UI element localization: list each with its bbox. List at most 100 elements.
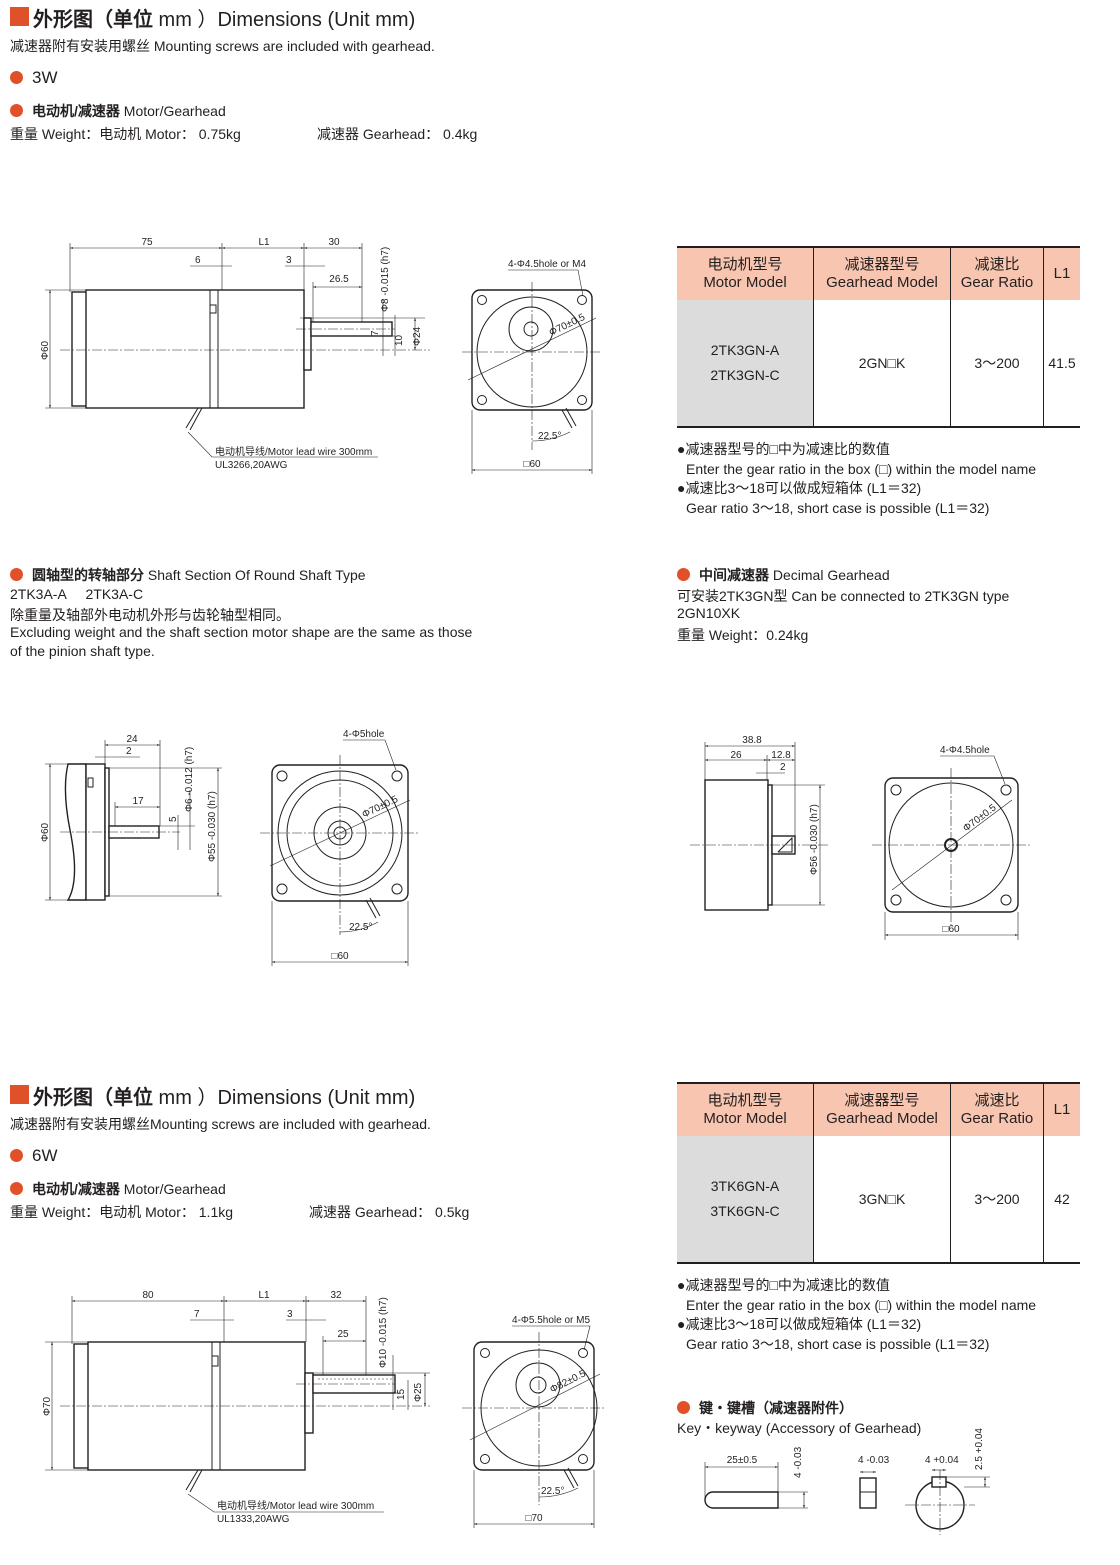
dimension-label: 电动机导线/Motor lead wire 300mm [217,1499,374,1512]
dimension-label: 25 [337,1329,349,1340]
dimension-label: 15 [396,1388,407,1400]
round-shaft-desc-cn: 除重量及轴部外电动机外形与齿轮轴型相同。 [10,607,290,623]
dimension-label: 4-Φ4.5hole [940,745,990,756]
note: ●减速比3～18可以做成短箱体 (L1＝32) [677,1316,922,1332]
dimension-label: □60 [331,951,349,962]
dimension-label: 2 [780,762,786,773]
col-l1: L1 [1043,1083,1080,1136]
note: Enter the gear ratio in the box (□) with… [686,1296,1037,1313]
dimension-label: 4-Φ4.5hole or M4 [508,259,586,270]
cell-gearhead-model: 2GN□K [813,300,951,427]
dimension-label: 26.5 [329,274,349,285]
section-marker-icon [10,7,29,26]
dimension-label: 3 [287,1309,293,1320]
note: Gear ratio 3～18, short case is possible … [686,1335,990,1352]
note: ●减速器型号的□中为减速比的数值 [677,441,890,457]
dimension-label: 5 [168,816,179,822]
dimension-label: L1 [258,237,270,248]
motor-front-view-3w: Φ70±0.5 4-Φ4.5hole or M4 22.5° □60 [462,259,602,474]
cell-gearhead-model: 3GN□K [813,1136,951,1263]
motor-heading: 电动机/减速器 Motor/Gearhead [10,1179,226,1199]
motor-heading-en: Motor/Gearhead [123,103,226,119]
dimension-label: 22.5° [349,922,372,933]
title-en: Dimensions (Unit mm) [217,9,416,31]
note: Gear ratio 3～18, short case is possible … [686,499,990,516]
cell-gear-ratio: 3～200 [950,300,1044,427]
dimension-label: □60 [942,924,960,935]
dimension-label: 80 [142,1290,154,1301]
decimal-gearhead-front-view: Φ70±0.5 4-Φ4.5hole □60 [872,745,1030,940]
dimension-label: □70 [525,1513,543,1524]
dimension-label: 4 -0.03 [858,1455,890,1466]
motor-side-view-3w: 75 L1 30 6 3 26.5 Φ8 -0.015 (h7) 7 10 Φ2… [40,237,430,471]
dimension-label: 12.8 [771,750,791,761]
dimension-label: 24 [126,734,138,745]
title-cn: 外形图（单位 [33,9,153,31]
bullet-icon [677,1401,690,1414]
dimension-label: 电动机导线/Motor lead wire 300mm [215,445,372,458]
motor-heading: 电动机/减速器 Motor/Gearhead [10,101,226,121]
dimension-label: 4-Φ5hole [343,729,385,740]
dimension-label: 2.5 +0.04 [974,1428,985,1470]
decimal-gearhead-side-view: 38.8 26 12.8 2 Φ56 -0.030 (h7) [690,735,830,911]
note: ●减速器型号的□中为减速比的数值 [677,1277,890,1293]
section1-subtitle: 减速器附有安装用螺丝 Mounting screws are included … [10,38,435,54]
dimension-label: UL1333,20AWG [217,1514,290,1525]
bullet-icon [10,568,23,581]
dimension-label: 30 [328,237,340,248]
motor-front-view-6w: Φ82±0.5 4-Φ5.5hole or M5 22.5° □70 [462,1315,604,1528]
dimension-label: Φ6 -0.012 (h7) [184,747,195,812]
section2-subtitle: 减速器附有安装用螺丝Mounting screws are included w… [10,1116,431,1132]
dimension-label: 3 [286,255,292,266]
dimension-label: Φ8 -0.015 (h7) [380,247,391,312]
dimension-label: 2 [126,746,132,757]
round-shaft-heading: 圆轴型的转轴部分 Shaft Section Of Round Shaft Ty… [10,565,366,585]
dimension-label: Φ60 [40,822,51,842]
bullet-icon [677,568,690,581]
dimension-label: Φ56 -0.030 (h7) [809,804,820,875]
bullet-icon [10,104,23,117]
dimension-label: Φ24 [412,326,423,346]
section2-title: 外形图（单位 mm ）Dimensions (Unit mm) [33,1087,416,1109]
dimension-label: Φ70 [42,1396,53,1416]
dimension-label: UL3266,20AWG [215,460,288,471]
round-shaft-side-view: 24 2 17 5 Φ6 -0.012 (h7) Φ55 -0.030 (h7)… [40,734,222,901]
dimension-label: Φ55 -0.030 (h7) [207,791,218,862]
bullet-icon [10,1182,23,1195]
key-heading: 键・键槽（减速器附件） [677,1398,853,1418]
dimension-label: 26 [730,750,742,761]
weight-motor: 重量 Weight：电动机 Motor： 1.1kg [10,1204,234,1220]
dimension-label: 10 [394,334,405,346]
cell-l1: 41.5 [1043,300,1080,427]
dimension-label: 22.5° [538,431,561,442]
power-label: 3W [32,68,58,87]
dimension-label: L1 [258,1290,270,1301]
dimension-label: 38.8 [742,735,762,746]
dimension-label: 17 [132,796,144,807]
dimension-label: Φ60 [40,340,51,360]
note: Enter the gear ratio in the box (□) with… [686,460,1037,477]
cell-gear-ratio: 3～200 [950,1136,1044,1263]
dimension-label: 32 [330,1290,342,1301]
dimension-label: 4 -0.03 [793,1446,804,1478]
dimension-label: 75 [141,237,153,248]
dimension-label: 22.5° [541,1486,564,1497]
round-shaft-models: 2TK3A-A 2TK3A-C [10,586,144,602]
dimension-label: □60 [523,459,541,470]
weight-gearhead: 减速器 Gearhead： 0.4kg [317,126,478,142]
bullet-icon [10,1149,23,1162]
round-shaft-desc-en2: of the pinion shaft type. [10,643,155,659]
decimal-model: 2GN10XK [677,605,741,621]
weight-gearhead: 减速器 Gearhead： 0.5kg [309,1204,470,1220]
